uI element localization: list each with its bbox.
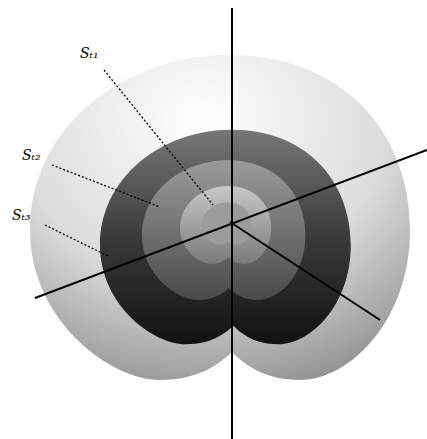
leader-line: [52, 165, 160, 207]
leader-line: [104, 70, 213, 205]
middle-shell: [142, 160, 305, 300]
surface-label-box: Sₜ₁: [80, 44, 99, 62]
outer-surface: [30, 55, 410, 380]
axis: [230, 222, 380, 320]
axis: [35, 150, 427, 298]
surface-label: Sₜ₃: [12, 207, 31, 223]
core-shell: [202, 202, 251, 244]
leader-line: [45, 225, 108, 256]
inner-shell: [180, 186, 271, 264]
surface-label: Sₜ₁: [80, 45, 99, 61]
surface-label: Sₜ₂: [22, 147, 41, 163]
cutaway-shell: [100, 130, 351, 345]
surface-label-box: Sₜ₂: [22, 146, 41, 164]
surface-label-box: Sₜ₃: [12, 206, 31, 224]
